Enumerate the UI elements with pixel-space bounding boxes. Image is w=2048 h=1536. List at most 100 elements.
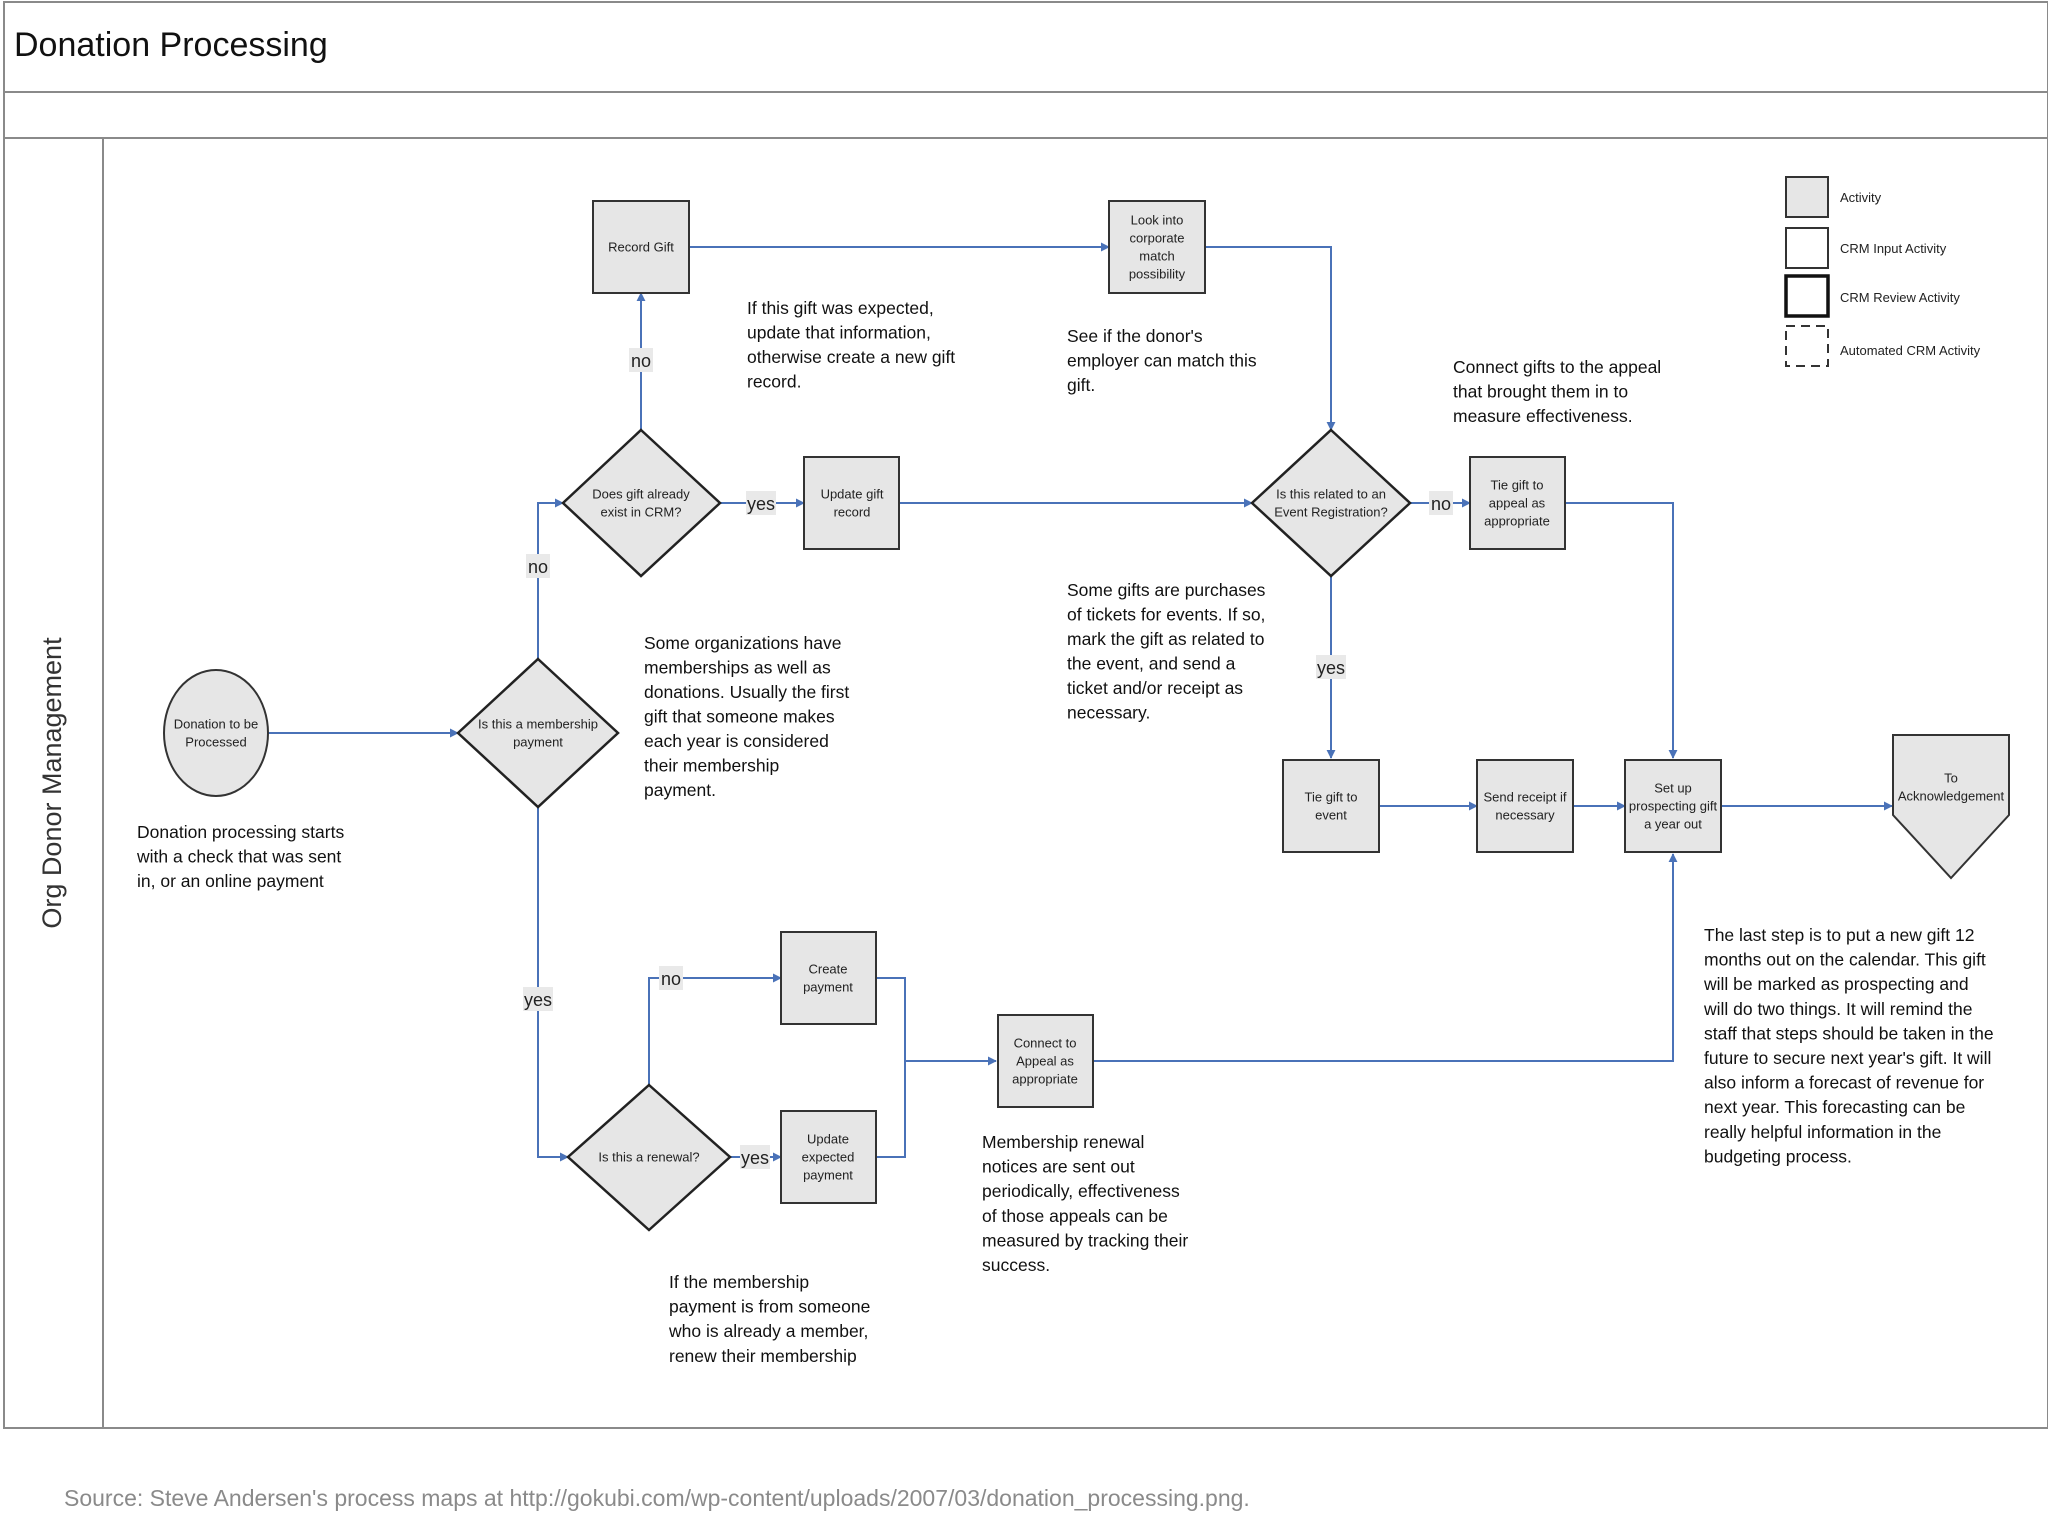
edge-match-to-event xyxy=(1205,246,1336,431)
text-line: event xyxy=(1315,808,1347,823)
text-line: corporate xyxy=(1130,231,1185,246)
edge-label-yes: yes xyxy=(1317,658,1345,678)
text-line: Event Registration? xyxy=(1274,505,1387,520)
text-line: memberships as well as xyxy=(644,658,831,678)
text-line: their membership xyxy=(644,756,779,776)
legend: Activity CRM Input Activity CRM Review A… xyxy=(1784,176,1981,367)
corporate-match-node[interactable] xyxy=(1108,200,1206,294)
text-line: prospecting gift xyxy=(1629,799,1718,814)
send-receipt-node[interactable] xyxy=(1476,759,1574,853)
setup-prospect-node[interactable] xyxy=(1624,759,1722,853)
tie-event-node[interactable] xyxy=(1282,759,1380,853)
text-line: success. xyxy=(982,1255,1050,1275)
text-line: months out on the calendar. This gift xyxy=(1704,950,1986,970)
text-line: donations. Usually the first xyxy=(644,682,849,702)
event-decision-label: Is this related to an Event Registration? xyxy=(1274,487,1387,520)
acknowledgement-connector[interactable] xyxy=(1892,734,2010,880)
text-line: Is this related to an xyxy=(1276,487,1386,502)
text-line: Update xyxy=(807,1132,849,1147)
appeal-note: Connect gifts to the appeal that brought … xyxy=(1453,357,1661,426)
text-line: To xyxy=(1944,771,1958,786)
text-line: Is this a membership xyxy=(478,717,598,732)
text-line: that brought them in to xyxy=(1453,382,1628,402)
edge-label-yes: yes xyxy=(747,494,775,514)
text-line: Does gift already xyxy=(592,487,690,502)
renewal-decision-label: Is this a renewal? xyxy=(598,1150,699,1165)
text-line: will be marked as prospecting and xyxy=(1703,974,1969,994)
diagram-title: Donation Processing xyxy=(14,26,328,64)
legend-crm-input-swatch xyxy=(1785,227,1829,269)
text-line: renew their membership xyxy=(669,1346,857,1366)
connect-appeal-node[interactable] xyxy=(997,1014,1094,1108)
lane-label: Org Donor Management xyxy=(37,637,67,929)
text-line: employer can match this xyxy=(1067,351,1257,371)
text-line: Some gifts are purchases xyxy=(1067,580,1266,600)
text-line: necessary. xyxy=(1067,703,1150,723)
text-line: exist in CRM? xyxy=(601,505,682,520)
text-line: measured by tracking their xyxy=(982,1230,1188,1250)
record-gift-label: Record Gift xyxy=(608,240,674,255)
text-line: really helpful information in the xyxy=(1704,1122,1941,1142)
text-line: will do two things. It will remind the xyxy=(1703,999,1972,1019)
edge-appeal-to-prospect xyxy=(1565,502,1678,759)
text-line: ticket and/or receipt as xyxy=(1067,678,1243,698)
text-line: Processed xyxy=(185,735,246,750)
text-line: Send receipt if xyxy=(1483,790,1566,805)
text-line: Tie gift to xyxy=(1305,790,1358,805)
text-line: of those appeals can be xyxy=(982,1206,1168,1226)
text-line: future to secure next year's gift. It wi… xyxy=(1704,1048,1991,1068)
prospect-note: The last step is to put a new gift 12 mon… xyxy=(1703,925,1994,1166)
text-line: budgeting process. xyxy=(1704,1146,1852,1166)
gift-exists-decision[interactable] xyxy=(561,428,722,578)
text-line: notices are sent out xyxy=(982,1157,1135,1177)
edge-labels: no yes no no yes yes no yes xyxy=(523,348,1453,1169)
text-line: otherwise create a new gift xyxy=(747,347,955,367)
membership-decision[interactable] xyxy=(456,657,620,809)
text-line: Appeal as xyxy=(1016,1054,1074,1069)
text-line: next year. This forecasting can be xyxy=(1704,1097,1965,1117)
edge-label-no: no xyxy=(661,969,681,989)
text-line: each year is considered xyxy=(644,731,829,751)
text-line: Set up xyxy=(1654,781,1692,796)
text-line: appropriate xyxy=(1484,514,1550,529)
text-line: gift. xyxy=(1067,375,1095,395)
tie-appeal-node[interactable] xyxy=(1469,456,1566,550)
text-line: periodically, effectiveness xyxy=(982,1181,1180,1201)
legend-crm-review-swatch xyxy=(1784,274,1830,318)
legend-activity-swatch xyxy=(1785,176,1829,218)
text-line: Is this a renewal? xyxy=(598,1150,699,1165)
renewal-decision[interactable] xyxy=(566,1083,732,1232)
legend-automated-label: Automated CRM Activity xyxy=(1840,343,1981,358)
legend-automated-swatch xyxy=(1785,325,1829,367)
nodes: Donation to be Processed Is this a member… xyxy=(163,200,2010,1232)
create-payment-node[interactable] xyxy=(780,931,877,1025)
start-node[interactable] xyxy=(163,669,269,797)
text-line: necessary xyxy=(1495,808,1555,823)
record-gift-node[interactable] xyxy=(592,200,690,294)
text-line: Donation processing starts xyxy=(137,822,344,842)
update-expected-node[interactable] xyxy=(780,1110,877,1204)
edge-membership-no xyxy=(537,498,564,659)
text-line: Donation to be xyxy=(174,717,259,732)
text-line: Connect gifts to the appeal xyxy=(1453,357,1661,377)
text-line: with a check that was sent xyxy=(136,847,341,867)
update-gift-record-node[interactable] xyxy=(803,456,900,550)
text-line: staff that steps should be taken in the xyxy=(1704,1023,1994,1043)
text-line: Update gift xyxy=(821,487,884,502)
text-line: who is already a member, xyxy=(668,1321,868,1341)
text-line: The last step is to put a new gift 12 xyxy=(1704,925,1974,945)
text-line: Tie gift to xyxy=(1491,478,1544,493)
record-gift-note: If this gift was expected,update that in… xyxy=(747,298,955,392)
text-line: gift that someone makes xyxy=(644,707,835,727)
text-line: of tickets for events. If so, xyxy=(1067,605,1265,625)
event-decision[interactable] xyxy=(1250,428,1412,578)
text-line: also inform a forecast of revenue for xyxy=(1704,1073,1984,1093)
